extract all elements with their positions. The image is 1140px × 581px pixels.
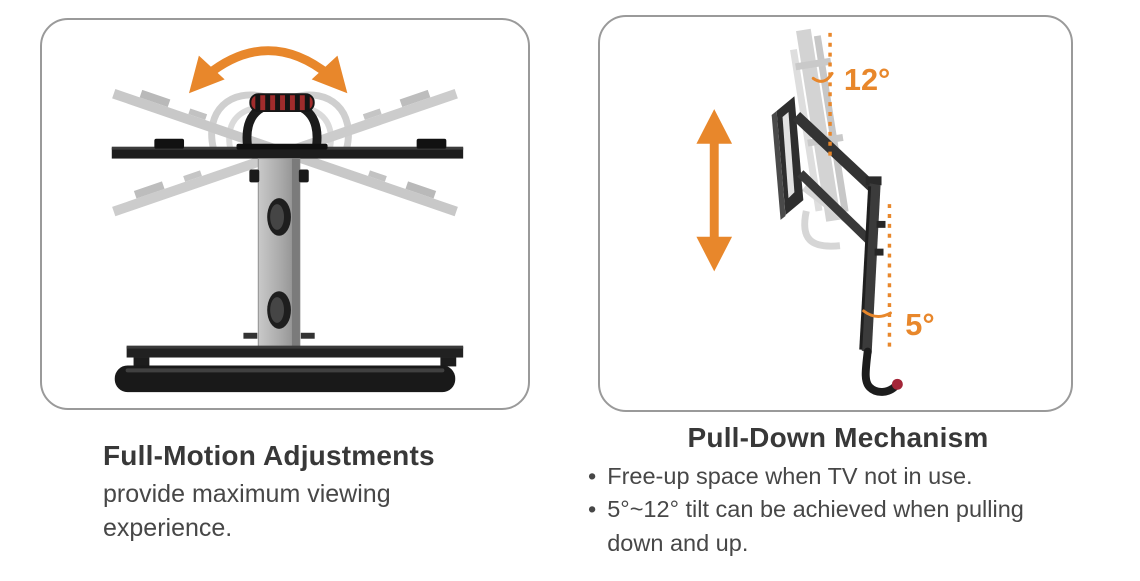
support-column xyxy=(243,158,315,356)
pull-down-title: Pull-Down Mechanism xyxy=(687,422,989,453)
handle-red-tip xyxy=(891,378,903,390)
full-motion-description: provide maximum viewing experience. xyxy=(103,480,391,542)
full-motion-illustration xyxy=(111,46,464,393)
tv-bracket-bar xyxy=(111,138,464,159)
full-motion-caption: Full-Motion Adjustments provide maximum … xyxy=(103,440,503,545)
tilt-guides-icon xyxy=(811,32,892,347)
tilt-12-label: 12° xyxy=(844,62,890,97)
bullet-text: Free-up space when TV not in use. xyxy=(607,463,973,489)
base-bar xyxy=(114,345,464,393)
bullet-item: • 5°~12° tilt can be achieved when pulli… xyxy=(588,493,1088,560)
bullet-dot: • xyxy=(588,496,597,523)
bullet-item: • Free-up space when TV not in use. xyxy=(588,460,1088,493)
swivel-arrow-icon xyxy=(188,46,348,94)
bullet-dot: • xyxy=(588,463,597,489)
tilt-5-label: 5° xyxy=(905,307,934,342)
pull-down-caption: Pull-Down Mechanism • Free-up space when… xyxy=(588,422,1088,560)
handle-grip xyxy=(249,93,315,113)
pull-down-illustration: 12° 5° xyxy=(696,28,935,396)
full-motion-panel xyxy=(40,18,530,410)
bullet-text: 5°~12° tilt can be achieved when pulling… xyxy=(607,496,1024,556)
pull-down-panel: 12° 5° xyxy=(598,15,1073,412)
pull-down-bullet-list: • Free-up space when TV not in use. • 5°… xyxy=(588,460,1088,560)
full-motion-title: Full-Motion Adjustments xyxy=(103,440,435,471)
wall-mount-side-view xyxy=(771,96,903,396)
up-down-arrow-icon xyxy=(696,109,733,272)
